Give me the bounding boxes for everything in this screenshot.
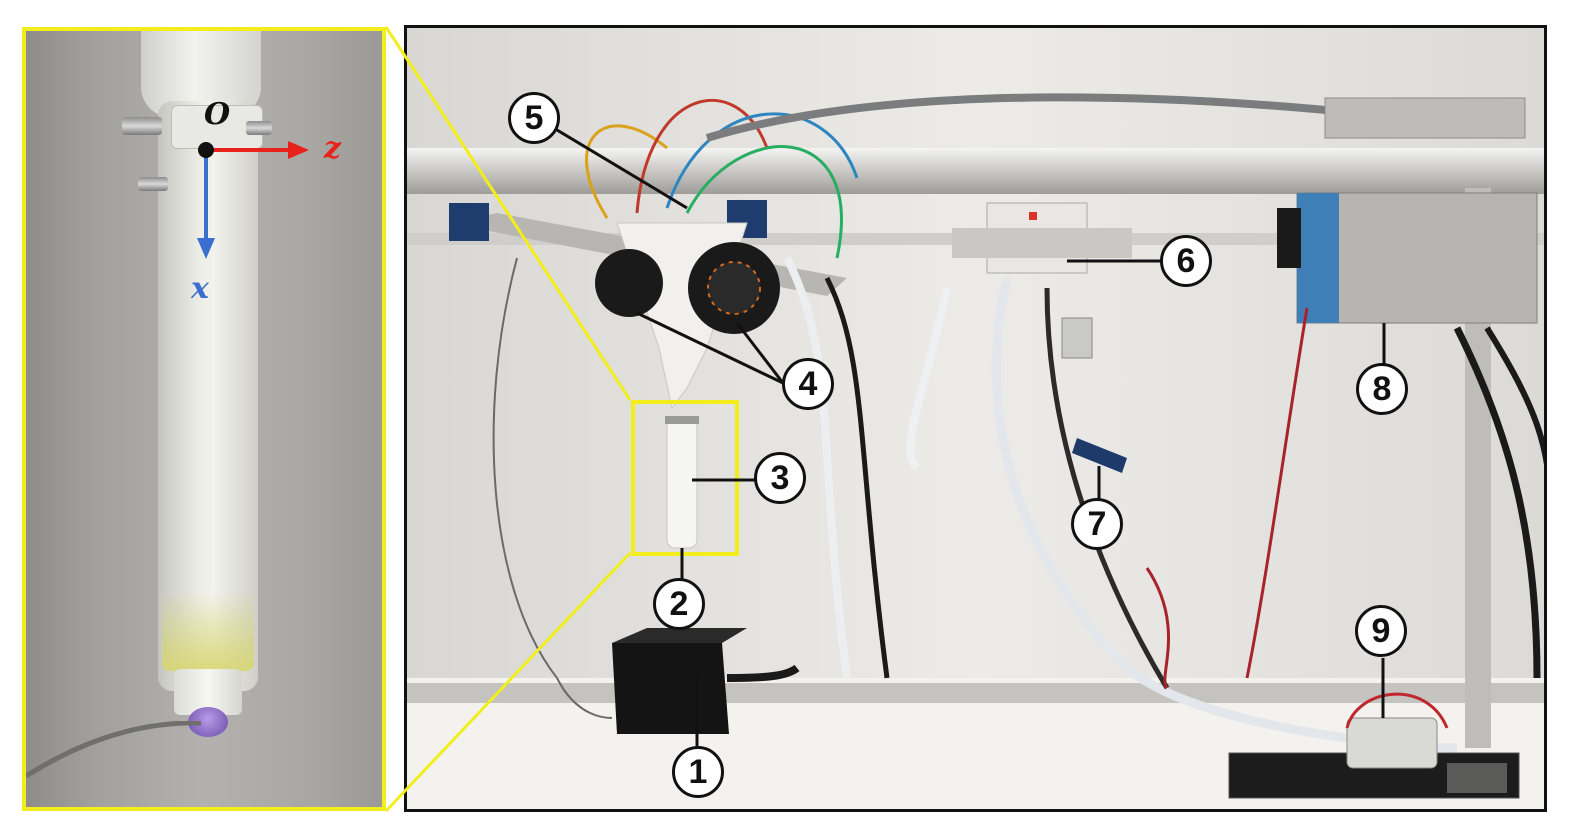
callout-8: 8 [1356,363,1408,415]
setup-photo [404,25,1547,812]
origin-label: O [204,97,231,132]
sensor-cable [26,721,202,779]
callout-6: 6 [1160,235,1212,287]
inset-zoom-panel: O z x [22,27,386,811]
callout-7: 7 [1071,498,1123,550]
callout-2: 2 [653,578,705,630]
probe-tip-tint [162,591,254,671]
callout-1: 1 [672,746,724,798]
clamp-screw-right [246,121,272,135]
callout-4: 4 [782,358,834,410]
callout-9: 9 [1355,605,1407,657]
coordinate-frame [197,141,309,259]
callout-5: 5 [508,92,560,144]
callout-3: 3 [754,452,806,504]
x-axis-label: x [191,271,209,306]
z-axis-label: z [324,131,342,166]
clamp-screw-lower [138,177,168,191]
setup-illustration [407,28,1544,809]
clamp-screw-left [122,117,162,135]
